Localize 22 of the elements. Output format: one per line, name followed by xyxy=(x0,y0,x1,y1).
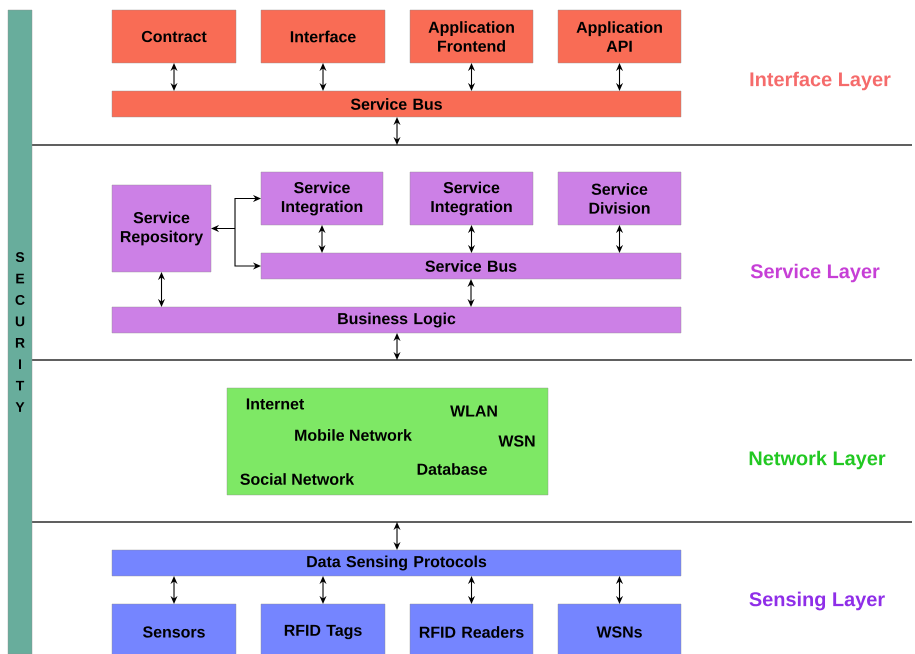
bus-bar: Data Sensing Protocols xyxy=(112,550,682,576)
bus-bar: Service Bus xyxy=(260,252,682,280)
process-box: WSNs xyxy=(558,604,682,654)
layer-label: Interface Layer xyxy=(750,72,891,90)
layer-label: Service Layer xyxy=(750,264,880,282)
bus-bar: Service Bus xyxy=(112,90,682,118)
process-box: RFID Readers xyxy=(410,604,534,654)
process-box: Application Frontend xyxy=(410,10,534,64)
process-box: Contract xyxy=(112,10,236,64)
network-box: Internet WLAN Mobile Network WSN Social Network Database xyxy=(226,388,548,496)
layer-label: Sensing Layer xyxy=(749,592,885,610)
process-box: Interface xyxy=(260,10,386,64)
bus-bar: Business Logic xyxy=(112,306,682,334)
process-box: Service Division xyxy=(558,172,682,226)
security-bar: SECURITY xyxy=(8,10,32,654)
process-box: Application API xyxy=(558,10,682,64)
layer-label: Network Layer xyxy=(750,450,886,470)
process-box: Sensors xyxy=(112,604,236,654)
process-box: RFID Tags xyxy=(260,604,386,654)
process-box: Service Integration xyxy=(410,172,534,226)
process-box: Service Repository xyxy=(112,184,212,272)
process-box: Service Integration xyxy=(260,172,384,226)
